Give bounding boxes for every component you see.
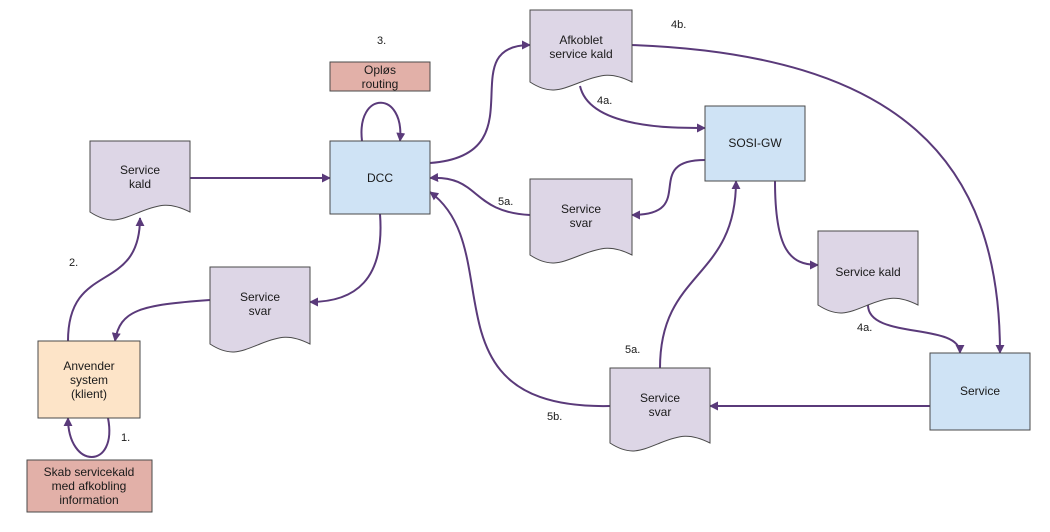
label-line: service kald xyxy=(549,47,612,61)
doc-service-svar-bottom[interactable] xyxy=(609,367,711,452)
oplos-routing-box[interactable] xyxy=(329,61,431,92)
label-line: Afkoblet xyxy=(559,33,603,47)
step-label-5a-bottom: 5a. xyxy=(625,344,640,356)
label-line: Service xyxy=(561,202,601,216)
skab-servicekald-box[interactable] xyxy=(26,459,153,513)
label-line: svar xyxy=(649,405,672,419)
edge-dcc-loop-oplos-routing xyxy=(360,101,406,142)
label-line: Service xyxy=(960,384,1000,398)
step-labels: 1. 2. 3. 4a. 4b. 5a. 4a. 5a. 5b. xyxy=(69,19,872,444)
label-line: svar xyxy=(249,304,272,318)
doc-service-kald-right-label: Service kald xyxy=(835,265,900,279)
anvender-system-box[interactable] xyxy=(37,340,141,419)
edge-service-svar-mid-to-dcc xyxy=(429,173,531,216)
edge-service-kald-right-to-service xyxy=(867,304,965,354)
label-line: Service xyxy=(640,391,680,405)
doc-service-svar-mid[interactable] xyxy=(529,178,633,264)
label-line: (klient) xyxy=(71,387,107,401)
doc-service-kald-right[interactable] xyxy=(817,230,919,314)
edge-anvender-loop-skab-servicekald xyxy=(63,417,111,458)
doc-service-svar-left[interactable] xyxy=(209,266,311,353)
sosi-gw-box[interactable] xyxy=(704,105,806,182)
step-label-5b: 5b. xyxy=(547,411,562,423)
dcc-box[interactable] xyxy=(329,140,431,215)
label-line: Anvender xyxy=(63,359,114,373)
edge-afkoblet-to-sosi-gw xyxy=(579,85,706,133)
label-line: information xyxy=(59,493,118,507)
edge-afkoblet-to-service xyxy=(631,44,1005,354)
connectors xyxy=(63,40,1005,458)
doc-service-kald-left[interactable] xyxy=(89,140,191,221)
edge-dcc-to-afkoblet xyxy=(429,40,531,164)
edge-sosi-gw-to-service-svar-mid xyxy=(631,159,706,220)
step-label-1: 1. xyxy=(121,432,130,444)
step-label-5a-mid: 5a. xyxy=(498,196,513,208)
edge-service-svar-left-to-anvender xyxy=(111,299,211,342)
label-line: svar xyxy=(570,216,593,230)
edge-dcc-to-service-svar-left xyxy=(309,213,382,307)
label-line: med afkobling xyxy=(52,479,127,493)
dcc-label: DCC xyxy=(367,171,393,185)
step-label-4b: 4b. xyxy=(671,19,686,31)
service-box[interactable] xyxy=(929,352,1031,431)
label-line: routing xyxy=(362,77,399,91)
label-line: DCC xyxy=(367,171,393,185)
step-label-3: 3. xyxy=(377,35,386,47)
label-line: Service kald xyxy=(835,265,900,279)
step-label-2: 2. xyxy=(69,257,78,269)
edge-anvender-to-service-kald xyxy=(67,217,145,342)
edge-service-svar-bottom-to-dcc xyxy=(429,191,611,408)
edge-service-svar-bottom-to-sosi-gw xyxy=(659,180,741,369)
label-line: system xyxy=(70,373,108,387)
label-line: SOSI-GW xyxy=(728,136,782,150)
service-label: Service xyxy=(960,384,1000,398)
step-label-4a-top: 4a. xyxy=(597,95,612,107)
label-line: kald xyxy=(129,177,151,191)
doc-afkoblet-service-kald[interactable] xyxy=(529,9,633,91)
edge-sosi-gw-to-service-kald-right xyxy=(774,180,819,270)
sosi-gw-label: SOSI-GW xyxy=(728,136,782,150)
label-line: Service xyxy=(240,290,280,304)
label-line: Service xyxy=(120,163,160,177)
label-line: Opløs xyxy=(364,63,396,77)
label-line: Skab servicekald xyxy=(44,465,135,479)
step-label-4a-bottom: 4a. xyxy=(857,322,872,334)
